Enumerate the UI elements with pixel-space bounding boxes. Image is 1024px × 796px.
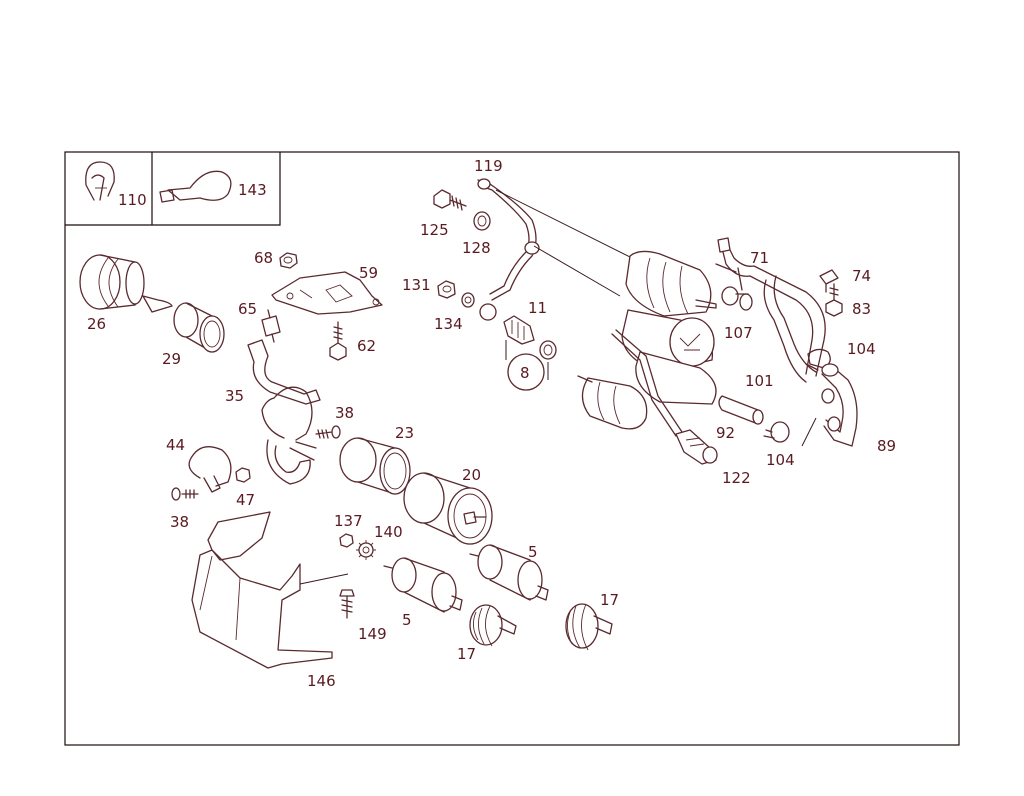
part-59-bracket-plate (271, 271, 383, 315)
part-35-strap (247, 339, 321, 405)
part-29-sleeve (173, 302, 225, 353)
part-38-screw-upper (315, 425, 341, 439)
label-5-right: 5 (528, 543, 538, 561)
part-35-bracket (261, 386, 317, 485)
label-140: 140 (374, 523, 403, 541)
part-122-line (611, 329, 718, 465)
part-23-sleeve (339, 437, 411, 495)
part-62-bolt (329, 321, 347, 361)
label-38-upper: 38 (335, 404, 354, 422)
label-35: 35 (225, 387, 244, 405)
part-11-connector (503, 315, 557, 360)
part-104-clamp-lower (763, 421, 790, 443)
label-83: 83 (852, 300, 871, 318)
label-110: 110 (118, 191, 147, 209)
label-17-left: 17 (457, 645, 476, 663)
part-149-screw (339, 589, 355, 619)
label-71: 71 (750, 249, 769, 267)
part-fitting (479, 303, 497, 321)
part-131-nut (437, 280, 456, 299)
part-8-callout (505, 340, 549, 391)
part-5-fuel-pump-right (469, 544, 549, 601)
part-83-screw (825, 283, 843, 317)
label-26: 26 (87, 315, 106, 333)
part-119-fuel-line (477, 178, 641, 301)
label-38-lower: 38 (170, 513, 189, 531)
part-47-nut (235, 467, 251, 483)
part-5-fuel-pump-left (383, 557, 463, 613)
part-128-seal-ring (473, 211, 491, 231)
part-26-boot (79, 254, 173, 313)
label-137: 137 (334, 512, 363, 530)
part-74-clip (819, 269, 839, 293)
part-pump-canister (577, 375, 648, 430)
part-107-clamp (721, 275, 817, 383)
label-125: 125 (420, 221, 449, 239)
label-104-lower: 104 (766, 451, 795, 469)
label-122: 122 (722, 469, 751, 487)
label-104-upper: 104 (847, 340, 876, 358)
part-71-hose (715, 237, 826, 377)
part-101-hose (718, 395, 764, 425)
part-110-clip (85, 161, 115, 201)
label-11: 11 (528, 299, 547, 317)
part-137-nut (339, 533, 354, 548)
part-143-cable-tie (159, 170, 232, 203)
label-128: 128 (462, 239, 491, 257)
label-20: 20 (462, 466, 481, 484)
label-92: 92 (716, 424, 735, 442)
label-68: 68 (254, 249, 273, 267)
part-68-nut (279, 252, 298, 269)
part-17-clamp-left (469, 604, 517, 647)
inset-frame (65, 152, 281, 226)
label-107: 107 (724, 324, 753, 342)
label-131: 131 (402, 276, 431, 294)
label-17-right: 17 (600, 591, 619, 609)
diagram-frame (64, 151, 960, 746)
part-146-cover (191, 511, 349, 669)
label-62: 62 (357, 337, 376, 355)
label-89: 89 (877, 437, 896, 455)
part-accumulator (625, 250, 717, 317)
label-59: 59 (359, 264, 378, 282)
label-143: 143 (238, 181, 267, 199)
part-125-banjo-bolt (433, 189, 467, 211)
label-134: 134 (434, 315, 463, 333)
part-65-relay (261, 309, 281, 343)
label-146: 146 (307, 672, 336, 690)
label-47: 47 (236, 491, 255, 509)
label-149: 149 (358, 625, 387, 643)
label-29: 29 (162, 350, 181, 368)
part-134-washer (461, 292, 475, 308)
part-140-washer (356, 540, 376, 560)
part-20-fuel-filter (403, 472, 493, 545)
label-101: 101 (745, 372, 774, 390)
label-5-left: 5 (402, 611, 412, 629)
label-74: 74 (852, 267, 871, 285)
label-119: 119 (474, 157, 503, 175)
part-89-hose (801, 363, 858, 447)
label-23: 23 (395, 424, 414, 442)
part-17-clamp-right (565, 603, 613, 651)
part-38-screw-lower (171, 487, 199, 501)
label-65: 65 (238, 300, 257, 318)
label-8: 8 (520, 364, 530, 382)
label-44: 44 (166, 436, 185, 454)
part-44-clamp (188, 446, 232, 493)
